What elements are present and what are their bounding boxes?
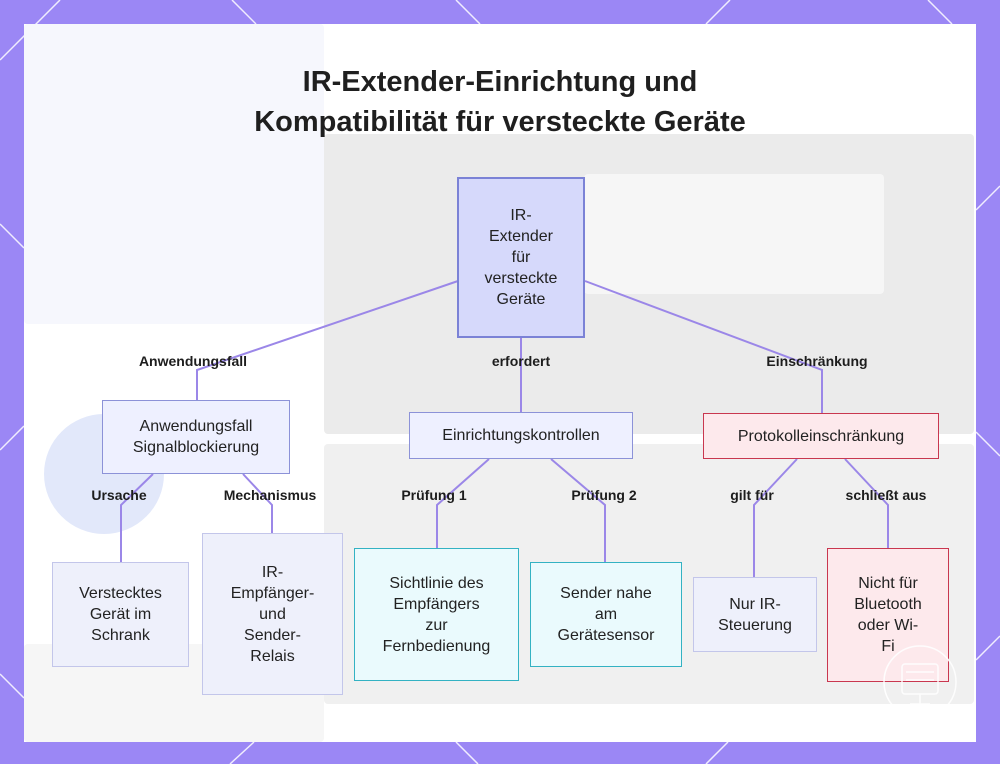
node-einrichtungskontrollen: Einrichtungskontrollen — [409, 412, 633, 459]
node-anwendungsfall-signalblockierung: Anwendungsfall Signalblockierung — [102, 400, 290, 474]
node-sichtlinie: Sichtlinie des Empfängers zur Fernbedien… — [354, 548, 519, 681]
node-protokolleinschraenkung: Protokolleinschränkung — [703, 413, 939, 459]
node-versteckt-text: Verstecktes Gerät im Schrank — [79, 585, 162, 644]
node-relais-text: IR- Empfänger- und Sender- Relais — [230, 563, 315, 665]
edge-label-anwendungsfall: Anwendungsfall — [138, 353, 248, 369]
edge-label-mechanismus: Mechanismus — [223, 487, 317, 503]
node-ir-relais: IR- Empfänger- und Sender- Relais — [202, 533, 343, 695]
node-nur-ir-steuerung: Nur IR- Steuerung — [693, 577, 817, 652]
edge-anwendung-relais — [242, 473, 273, 533]
diagram-title: IR-Extender-Einrichtung und Kompatibilit… — [24, 62, 976, 142]
edge-einrichtung-sichtlinie — [436, 458, 490, 548]
title-line-2: Kompatibilität für versteckte Geräte — [254, 106, 746, 139]
node-anwendungsfall-text: Anwendungsfall Signalblockierung — [132, 418, 260, 456]
edge-label-pruefung-2: Prüfung 2 — [571, 487, 637, 503]
node-nicht-bluetooth-wifi: Nicht für Bluetooth oder Wi- Fi — [827, 548, 949, 682]
edge-label-schliesst-aus: schließt aus — [845, 487, 927, 503]
edge-label-pruefung-1: Prüfung 1 — [401, 487, 467, 503]
watermark-icon — [883, 645, 957, 719]
edge-label-einschraenkung: Einschränkung — [766, 353, 868, 369]
edge-root-protokoll — [584, 280, 823, 413]
node-nichtbt-text: Nicht für Bluetooth oder Wi- Fi — [854, 575, 922, 655]
node-sender-text: Sender nahe am Gerätesensor — [557, 585, 655, 644]
node-sichtlinie-text: Sichtlinie des Empfängers zur Fernbedien… — [382, 574, 491, 655]
edge-label-gilt-fuer: gilt für — [730, 487, 774, 503]
node-nurir-text: Nur IR- Steuerung — [718, 595, 792, 634]
root-node: IR- Extender für versteckte Geräte — [457, 177, 585, 338]
edge-protokoll-nichtbt — [844, 458, 889, 548]
edge-label-ursache: Ursache — [91, 487, 147, 503]
edge-anwendung-versteckt — [120, 473, 154, 562]
root-node-text: IR- Extender für versteckte Geräte — [484, 207, 558, 308]
edge-einrichtung-sender — [550, 458, 606, 562]
node-verstecktes-geraet: Verstecktes Gerät im Schrank — [52, 562, 189, 667]
node-sender-nahe: Sender nahe am Gerätesensor — [530, 562, 682, 667]
title-line-1: IR-Extender-Einrichtung und — [302, 66, 698, 98]
edge-label-erfordert: erfordert — [491, 353, 551, 369]
node-einrichtung-text: Einrichtungskontrollen — [442, 427, 600, 444]
edge-protokoll-nurir — [753, 458, 798, 577]
node-protokoll-text: Protokolleinschränkung — [737, 427, 905, 445]
edge-root-anwendungsfall — [196, 280, 459, 400]
